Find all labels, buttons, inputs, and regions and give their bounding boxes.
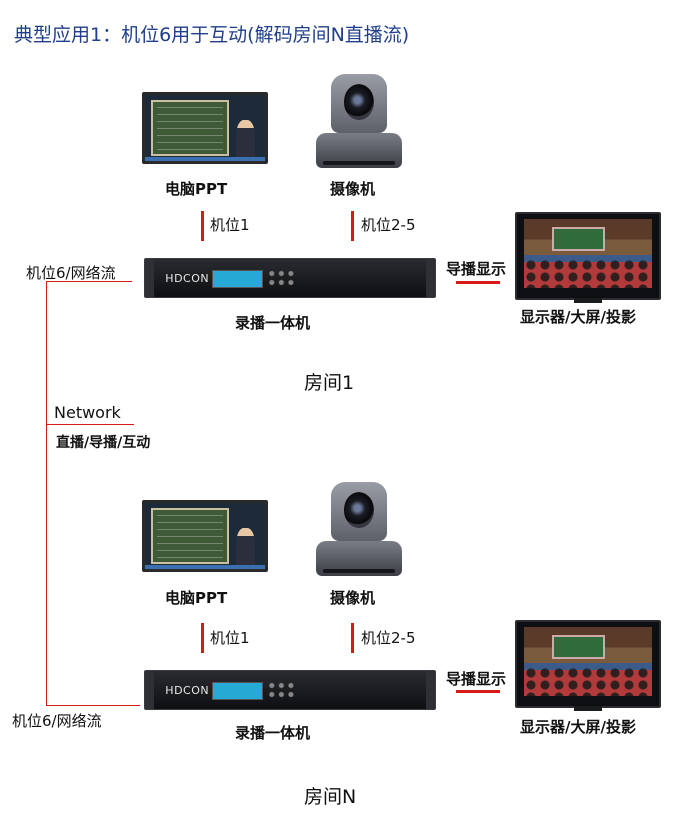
link1-label: 机位1	[210, 216, 250, 234]
page-title: 典型应用1：机位6用于互动(解码房间N直播流)	[14, 24, 410, 46]
camera-label: 摄像机	[330, 180, 376, 198]
recorder-device-image: HDCON	[144, 670, 436, 710]
recorder-brand: HDCON	[165, 683, 210, 697]
link2-line	[351, 623, 354, 653]
ptz-camera-image	[316, 72, 402, 168]
director-line	[456, 281, 500, 284]
recorder-brand: HDCON	[165, 271, 210, 285]
director-label: 导播显示	[446, 670, 507, 688]
display-monitor-image	[515, 620, 661, 712]
network-sub-label: 直播/导播/互动	[56, 435, 151, 451]
director-label: 导播显示	[446, 260, 507, 278]
camera-label: 摄像机	[330, 589, 376, 607]
recorder-device-image: HDCON	[144, 258, 436, 298]
stream-label: 机位6/网络流	[26, 264, 116, 282]
room1-stream-line	[46, 281, 132, 282]
ppt-label: 电脑PPT	[165, 180, 228, 198]
display-label: 显示器/大屏/投影	[520, 718, 636, 736]
link2-label: 机位2-5	[361, 629, 416, 647]
ptz-camera-image	[316, 480, 402, 576]
network-label: Network	[54, 403, 121, 422]
link2-line	[351, 211, 354, 241]
recorder-label: 录播一体机	[235, 314, 311, 332]
ppt-screen-image	[142, 92, 268, 164]
link2-label: 机位2-5	[361, 216, 416, 234]
ppt-screen-image	[142, 500, 268, 572]
ppt-label: 电脑PPT	[165, 589, 228, 607]
stream-label: 机位6/网络流	[12, 712, 102, 730]
link1-label: 机位1	[210, 629, 250, 647]
network-underline	[46, 424, 134, 425]
display-monitor-image	[515, 212, 661, 304]
recorder-label: 录播一体机	[235, 724, 311, 742]
roomN-stream-line	[46, 705, 140, 706]
link1-line	[201, 211, 204, 241]
room-name: 房间1	[304, 372, 355, 394]
display-label: 显示器/大屏/投影	[520, 308, 636, 326]
director-line	[456, 690, 500, 693]
link1-line	[201, 623, 204, 653]
room-name: 房间N	[304, 786, 357, 808]
network-trunk-line	[46, 282, 47, 706]
